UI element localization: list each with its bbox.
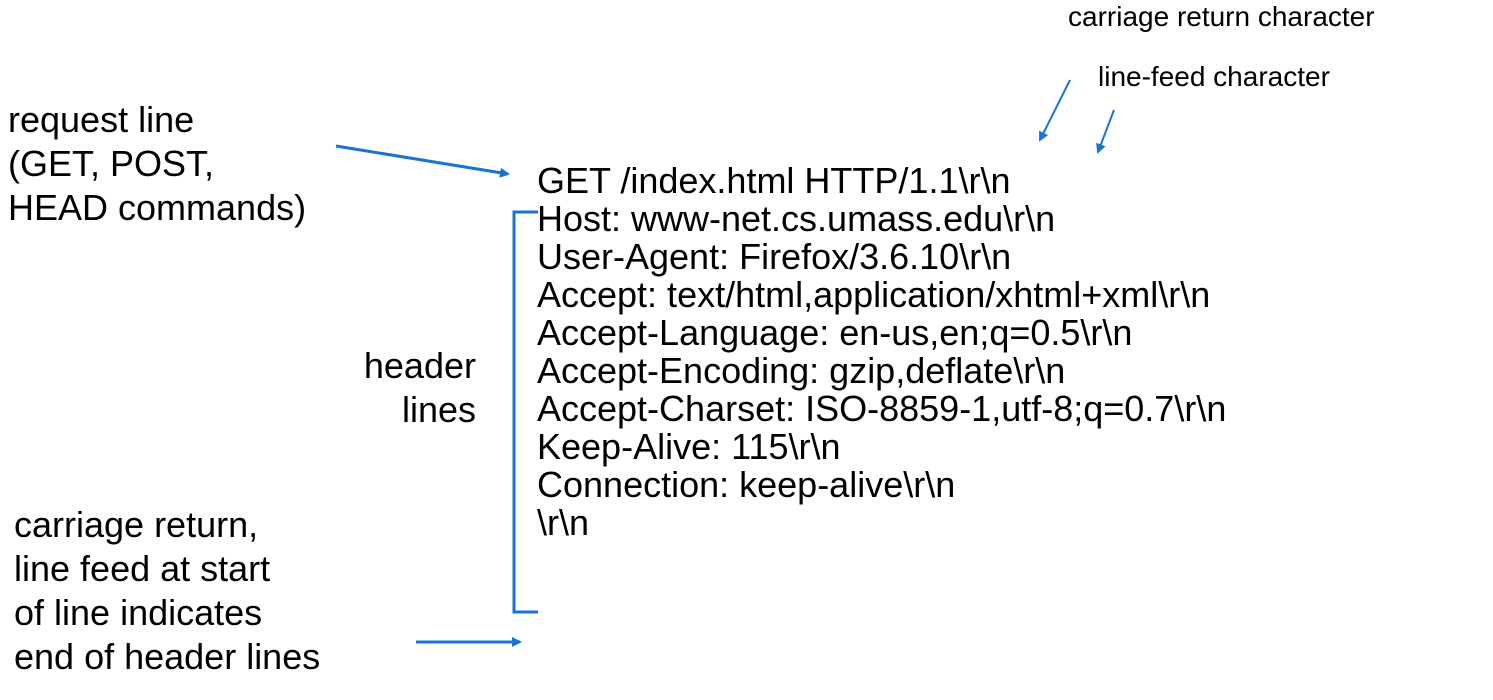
header-line-host: Host: www-net.cs.umass.edu\r\n	[537, 198, 1056, 239]
request-line: GET /index.html HTTP/1.1\r\n	[537, 160, 1011, 201]
line-feed-arrow	[1096, 109, 1115, 154]
carriage-return-arrow	[1039, 79, 1071, 142]
request-line-label-line: HEAD commands)	[8, 187, 307, 228]
header-bracket	[512, 210, 538, 614]
header-lines-label-line: header	[363, 345, 476, 386]
header-line-accept-language: Accept-Language: en-us,en;q=0.5\r\n	[537, 312, 1133, 353]
line-feed-character-label: line-feed character	[1098, 61, 1330, 92]
header-lines-label-line: lines	[401, 389, 476, 430]
crlf-end-label-line: carriage return,	[14, 504, 259, 545]
request-line-label-line: (GET, POST,	[8, 143, 215, 184]
header-line-user-agent: User-Agent: Firefox/3.6.10\r\n	[537, 236, 1012, 277]
crlf-end-label: carriage return, line feed at start of l…	[14, 503, 320, 679]
header-line-accept-charset: Accept-Charset: ISO-8859-1,utf-8;q=0.7\r…	[537, 388, 1227, 429]
carriage-return-character-label: carriage return character	[1068, 1, 1375, 32]
header-line-accept: Accept: text/html,application/xhtml+xml\…	[537, 274, 1211, 315]
crlf-end-label-line: of line indicates	[14, 592, 263, 633]
blank-crlf-line: \r\n	[537, 502, 590, 543]
crlf-end-label-line: end of header lines	[14, 636, 321, 677]
header-line-keep-alive: Keep-Alive: 115\r\n	[537, 426, 841, 467]
request-line-label-line: request line	[8, 99, 195, 140]
header-lines-label: header lines	[300, 344, 476, 432]
http-request-message: GET /index.html HTTP/1.1\r\n Host: www-n…	[537, 162, 1226, 542]
header-line-accept-encoding: Accept-Encoding: gzip,deflate\r\n	[537, 350, 1066, 391]
request-line-label: request line (GET, POST, HEAD commands)	[8, 98, 306, 230]
header-line-connection: Connection: keep-alive\r\n	[537, 464, 956, 505]
request-line-arrow	[335, 144, 510, 178]
crlf-end-label-line: line feed at start	[14, 548, 271, 589]
